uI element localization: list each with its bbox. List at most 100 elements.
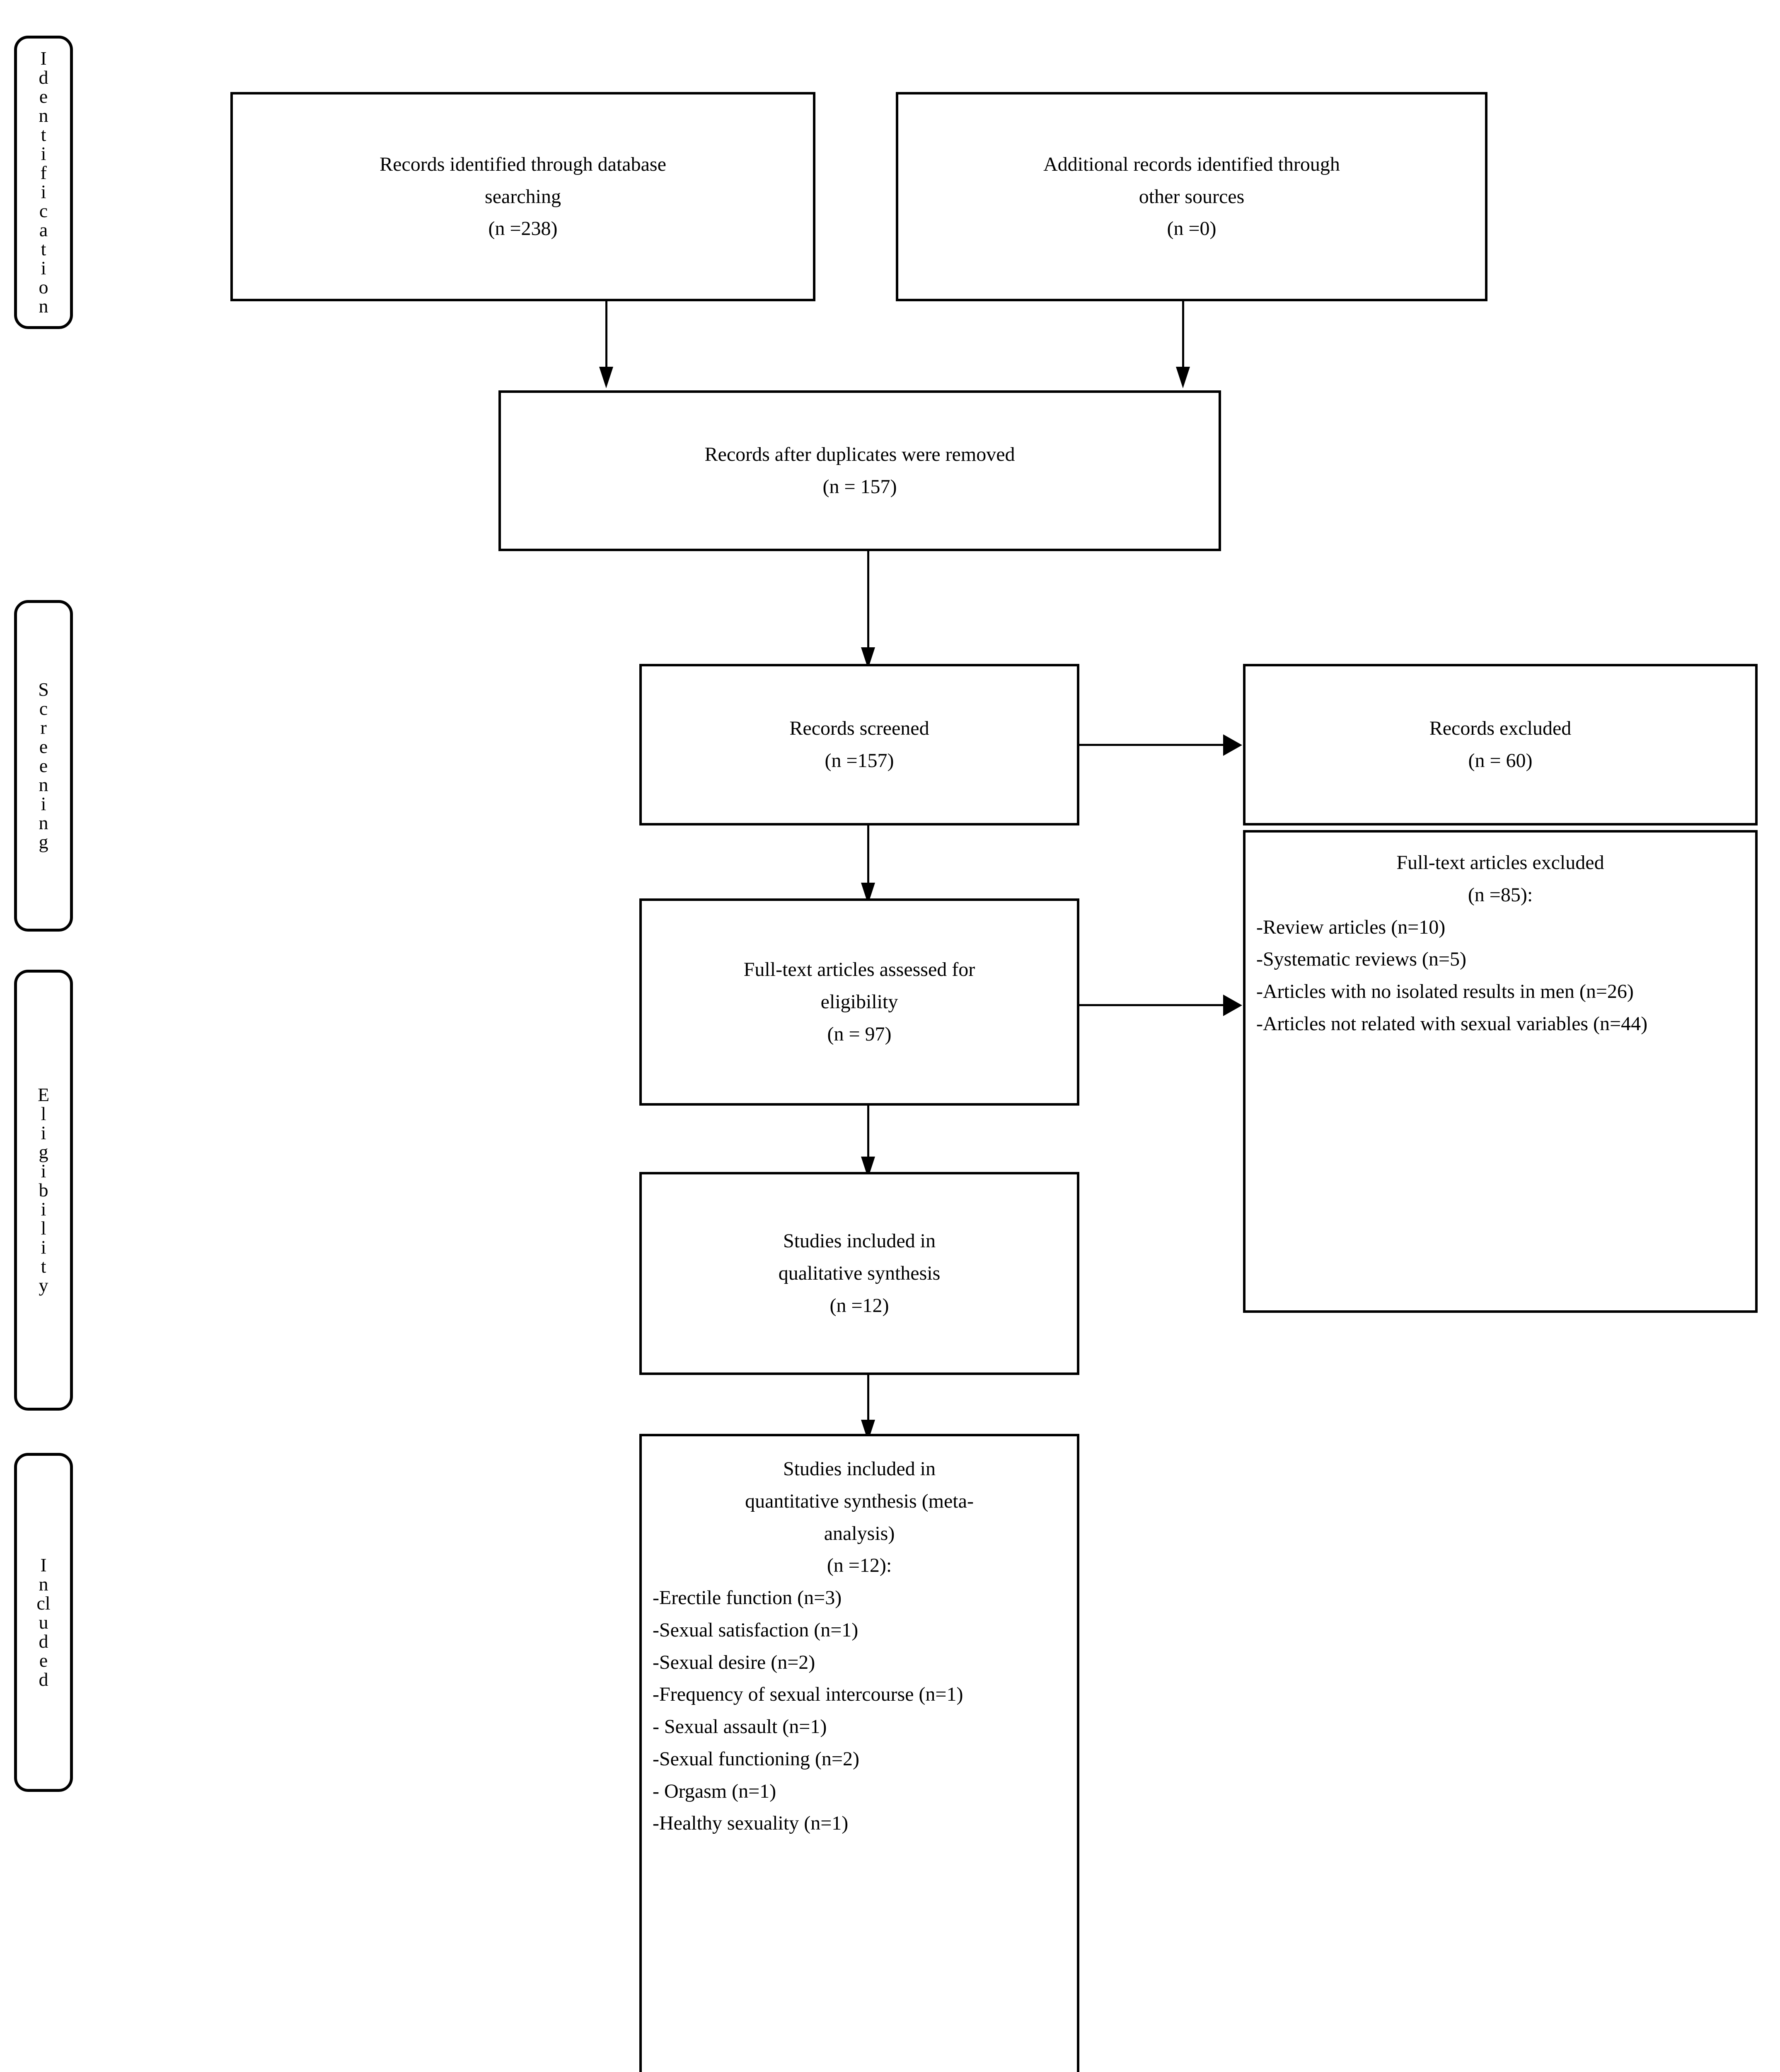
box-line: (n =12) — [830, 1294, 889, 1317]
connector-line-db-to-duplicates — [605, 301, 607, 372]
stage-letter: t — [41, 238, 46, 259]
stage-letter: S — [38, 679, 49, 700]
exclusion-reason: -Articles not related with sexual variab… — [1256, 1012, 1648, 1035]
arrow-screened-to-excluded — [1223, 734, 1242, 756]
stage-letter: f — [40, 162, 47, 183]
box-fulltext-excluded: Full-text articles excluded (n =85): -Re… — [1243, 830, 1758, 1313]
stage-letter: l — [41, 1103, 46, 1124]
stage-letter: cl — [36, 1593, 51, 1614]
box-line: (n = 60) — [1468, 750, 1533, 772]
stage-letter: c — [39, 200, 48, 221]
box-line: Additional records identified through — [1043, 153, 1340, 175]
box-line: (n =85): — [1468, 884, 1533, 906]
box-line: Records after duplicates were removed — [704, 443, 1015, 466]
box-line: other sources — [1139, 185, 1245, 208]
box-line: searching — [485, 185, 561, 208]
stage-letter: e — [39, 755, 48, 776]
connector-line-screened-to-excluded — [1079, 744, 1224, 746]
box-line: Records screened — [789, 717, 929, 740]
connector-line-other-to-duplicates — [1182, 301, 1184, 372]
stage-letter: I — [40, 1554, 47, 1576]
outcome-item: -Erectile function (n=3) — [653, 1587, 842, 1609]
outcome-item: -Sexual functioning (n=2) — [653, 1748, 859, 1770]
stage-letter: c — [39, 698, 48, 719]
stage-letter: i — [41, 1198, 46, 1220]
stage-letter: y — [39, 1275, 48, 1296]
box-line: Studies included in — [783, 1230, 936, 1252]
box-line: (n = 157) — [822, 476, 897, 498]
stage-letter: e — [39, 736, 48, 757]
box-line: Full-text articles assessed for — [743, 959, 975, 981]
exclusion-reason: -Review articles (n=10) — [1256, 916, 1446, 938]
exclusion-reason: -Systematic reviews (n=5) — [1256, 948, 1466, 971]
arrow-other-to-duplicates — [1176, 367, 1190, 388]
stage-letter: E — [37, 1084, 50, 1105]
box-additional-records-other-sources: Additional records identified through ot… — [896, 92, 1487, 301]
box-line: (n =157) — [825, 750, 894, 772]
box-quantitative-synthesis: Studies included in quantitative synthes… — [639, 1434, 1079, 2072]
stage-label-screening: S c r e e n i n g — [14, 600, 73, 932]
box-line: (n =12): — [827, 1554, 892, 1577]
stage-letter: n — [39, 295, 48, 317]
box-line: eligibility — [820, 991, 898, 1013]
box-records-excluded: Records excluded (n = 60) — [1243, 664, 1758, 825]
box-line: (n = 97) — [827, 1023, 892, 1045]
connector-line-screened-to-fulltext — [867, 825, 869, 888]
outcome-item: -Frequency of sexual intercourse (n=1) — [653, 1683, 963, 1706]
stage-letter: i — [41, 257, 46, 278]
stage-letter: i — [41, 181, 46, 202]
stage-label-eligibility: E l i g i b i l i t y — [14, 970, 73, 1411]
box-line: (n =0) — [1167, 218, 1216, 240]
box-line: analysis) — [824, 1522, 895, 1544]
stage-label-identification: I d e n t i f i c a t i o n — [14, 36, 73, 329]
stage-letter: i — [41, 793, 46, 814]
stage-letter: t — [41, 1256, 46, 1277]
box-records-screened: Records screened (n =157) — [639, 664, 1079, 825]
stage-letter: b — [39, 1179, 48, 1201]
arrow-db-to-duplicates — [599, 367, 613, 388]
stage-letter: e — [39, 1650, 48, 1671]
box-line: Studies included in — [783, 1458, 936, 1480]
arrow-fulltext-to-excluded — [1223, 995, 1242, 1016]
stage-letter: o — [39, 276, 48, 298]
stage-letter: d — [39, 67, 48, 88]
box-line: Records excluded — [1429, 717, 1572, 740]
box-fulltext-assessed: Full-text articles assessed for eligibil… — [639, 898, 1079, 1106]
box-qualitative-synthesis: Studies included in qualitative synthesi… — [639, 1172, 1079, 1375]
connector-line-fulltext-to-qualitative — [867, 1106, 869, 1162]
box-records-after-duplicates: Records after duplicates were removed (n… — [498, 390, 1221, 551]
stage-letter: r — [40, 717, 47, 738]
connector-line-qualitative-to-quantitative — [867, 1375, 869, 1425]
box-line: Full-text articles excluded — [1396, 852, 1604, 874]
stage-label-included: I n cl u d e d — [14, 1453, 73, 1792]
exclusion-reason: -Articles with no isolated results in me… — [1256, 980, 1634, 1002]
connector-line-fulltext-to-excluded — [1079, 1004, 1224, 1006]
box-line: qualitative synthesis — [778, 1262, 941, 1285]
outcome-item: - Sexual assault (n=1) — [653, 1716, 827, 1738]
outcome-item: - Orgasm (n=1) — [653, 1780, 776, 1802]
stage-letter: g — [39, 831, 48, 852]
stage-letter: i — [41, 1122, 46, 1143]
stage-letter: u — [39, 1612, 48, 1633]
stage-letter: n — [39, 1573, 48, 1595]
stage-letter: n — [39, 774, 48, 795]
stage-letter: n — [39, 812, 48, 833]
stage-letter: d — [39, 1669, 48, 1690]
stage-letter: t — [41, 124, 46, 145]
box-records-identified-database: Records identified through database sear… — [230, 92, 815, 301]
stage-letter: d — [39, 1631, 48, 1652]
stage-letter: i — [41, 1237, 46, 1258]
stage-letter: g — [39, 1141, 48, 1162]
stage-letter: I — [40, 48, 47, 69]
stage-letter: l — [41, 1218, 46, 1239]
connector-line-duplicates-to-screened — [867, 551, 869, 653]
stage-letter: e — [39, 86, 48, 107]
outcome-item: -Sexual satisfaction (n=1) — [653, 1619, 859, 1641]
stage-letter: i — [41, 143, 46, 164]
box-line: (n =238) — [488, 218, 558, 240]
stage-letter: n — [39, 105, 48, 126]
outcome-item: -Healthy sexuality (n=1) — [653, 1812, 849, 1835]
stage-letter: a — [39, 219, 48, 240]
outcome-item: -Sexual desire (n=2) — [653, 1651, 815, 1673]
